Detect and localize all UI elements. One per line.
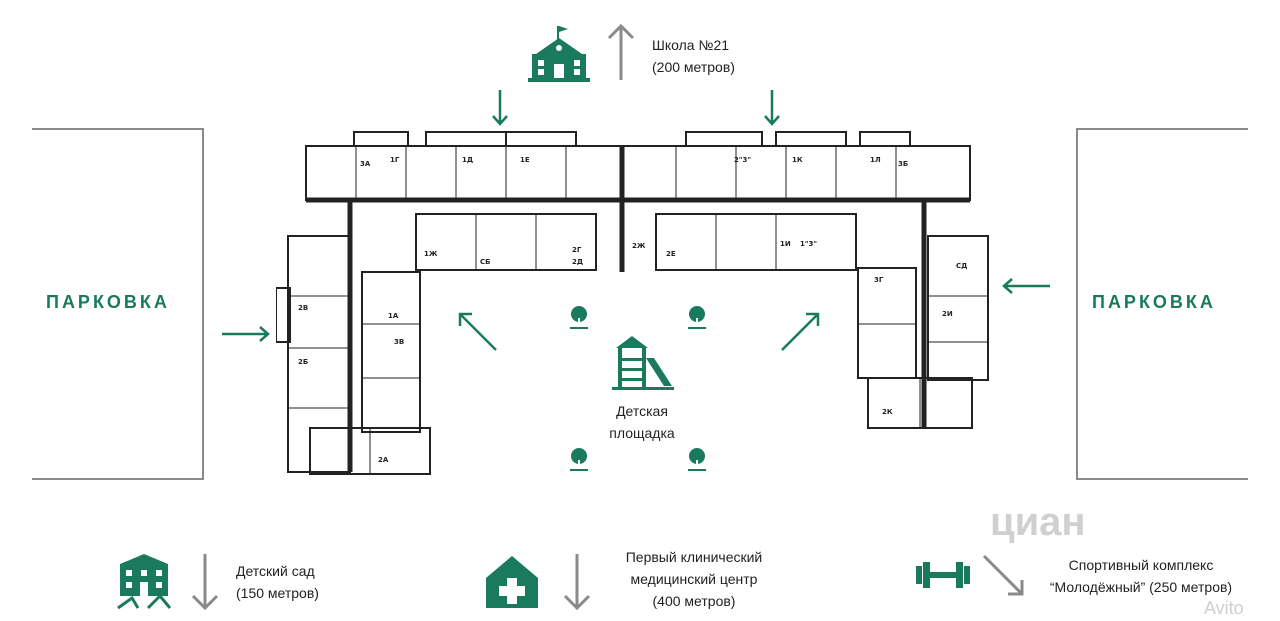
tree-icon — [570, 306, 588, 329]
playground-line1: Детская — [616, 403, 668, 419]
dumbbell-icon — [916, 562, 970, 588]
svg-text:2Е: 2Е — [666, 250, 676, 258]
sport-line2: “Молодёжный” (250 метров) — [1049, 579, 1233, 595]
svg-text:2А: 2А — [378, 456, 389, 464]
svg-text:2Г: 2Г — [572, 246, 582, 254]
playground-label: Детская площадка — [580, 400, 704, 444]
sport-label: Спортивный комплекс “Молодёжный” (250 ме… — [1028, 554, 1254, 598]
clinic-line1: Первый клинический — [625, 549, 763, 565]
entry-arrow-icon — [781, 312, 820, 351]
clinic-line2: медицинский центр — [630, 571, 758, 587]
cian-watermark: циан — [990, 500, 1086, 544]
entry-arrow-icon — [458, 312, 497, 351]
tree-icon — [688, 448, 706, 471]
tree-icon — [688, 306, 706, 329]
school-label: Школа №21 (200 метров) — [652, 34, 735, 78]
down-right-arrow-icon — [982, 554, 1024, 596]
svg-text:2И: 2И — [942, 310, 953, 318]
playground-line2: площадка — [609, 425, 675, 441]
kindergarten-label: Детский сад (150 метров) — [236, 560, 319, 604]
medical-cross-icon — [486, 556, 538, 608]
kindergarten-icon — [117, 554, 172, 610]
sport-line1: Спортивный комплекс — [1068, 557, 1214, 573]
svg-text:1И: 1И — [780, 240, 791, 248]
svg-text:1"3": 1"3" — [800, 240, 817, 248]
parking-label-right: ПАРКОВКА — [1092, 292, 1216, 312]
down-arrow-icon — [563, 554, 591, 611]
svg-text:СД: СД — [956, 262, 967, 270]
up-arrow-icon — [607, 23, 635, 80]
svg-text:1Е: 1Е — [520, 156, 530, 164]
school-name: Школа №21 — [652, 37, 730, 53]
svg-text:2"3": 2"3" — [734, 156, 751, 164]
svg-text:1Г: 1Г — [390, 156, 400, 164]
svg-text:2Д: 2Д — [572, 258, 583, 266]
entry-arrow-icon — [1002, 278, 1050, 294]
svg-text:2Б: 2Б — [298, 358, 308, 366]
kindergarten-name: Детский сад — [236, 563, 315, 579]
svg-text:3А: 3А — [360, 160, 371, 168]
svg-text:3В: 3В — [394, 338, 404, 346]
svg-text:2К: 2К — [882, 408, 893, 416]
svg-text:3Б: 3Б — [898, 160, 908, 168]
parking-label-left: ПАРКОВКА — [46, 292, 170, 312]
playground-icon — [612, 336, 674, 390]
school-distance: (200 метров) — [652, 59, 735, 75]
svg-text:1Ж: 1Ж — [424, 250, 438, 258]
svg-text:СБ: СБ — [480, 258, 490, 266]
parking-area-left — [32, 128, 204, 480]
school-icon — [528, 26, 590, 82]
avito-watermark: Avito — [1204, 598, 1244, 618]
svg-text:2В: 2В — [298, 304, 308, 312]
svg-text:3Г: 3Г — [874, 276, 884, 284]
entry-arrow-icon — [764, 90, 780, 126]
svg-text:2Ж: 2Ж — [632, 242, 646, 250]
parking-area-right — [1076, 128, 1248, 480]
svg-text:1Л: 1Л — [870, 156, 881, 164]
clinic-label: Первый клинический медицинский центр (40… — [604, 546, 784, 612]
entry-arrow-icon — [222, 326, 270, 342]
svg-text:1Д: 1Д — [462, 156, 473, 164]
kindergarten-distance: (150 метров) — [236, 585, 319, 601]
down-arrow-icon — [191, 554, 219, 611]
tree-icon — [570, 448, 588, 471]
entry-arrow-icon — [492, 90, 508, 126]
svg-text:1К: 1К — [792, 156, 803, 164]
clinic-distance: (400 метров) — [652, 593, 736, 609]
svg-text:1А: 1А — [388, 312, 399, 320]
